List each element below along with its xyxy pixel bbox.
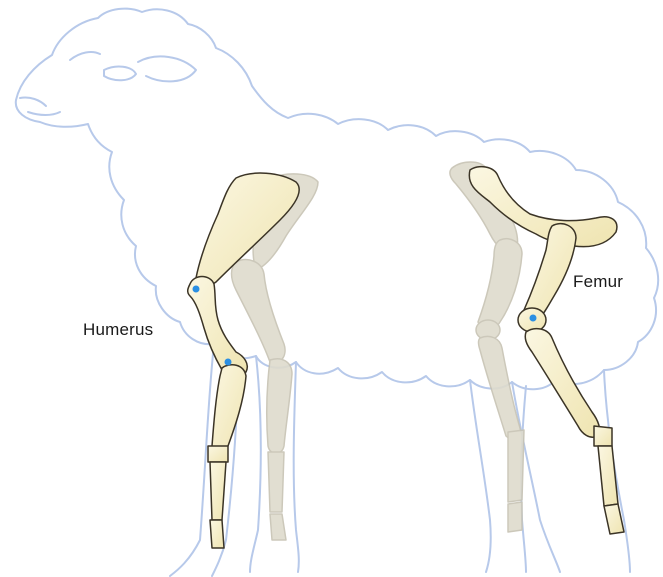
radius-ulna (212, 365, 246, 454)
front-pastern (210, 520, 224, 548)
carpus (208, 446, 228, 462)
femur (524, 224, 576, 322)
sheep-body-outline (16, 9, 658, 576)
elbow-joint-marker (225, 359, 232, 366)
front-cannon (210, 462, 226, 520)
hock (594, 426, 612, 446)
far-radius (267, 359, 292, 454)
far-front-cannon (268, 452, 284, 512)
humerus-label: Humerus (83, 320, 153, 340)
far-humerus (232, 260, 286, 363)
stifle-joint-marker (530, 315, 537, 322)
far-hind-cannon (508, 430, 524, 502)
far-front-pastern (270, 514, 286, 540)
hind-cannon (598, 446, 618, 506)
tibia (525, 329, 599, 438)
far-hind-pastern (508, 502, 522, 532)
shoulder-joint-marker (193, 286, 200, 293)
femur-label: Femur (573, 272, 623, 292)
far-femur (478, 239, 522, 330)
